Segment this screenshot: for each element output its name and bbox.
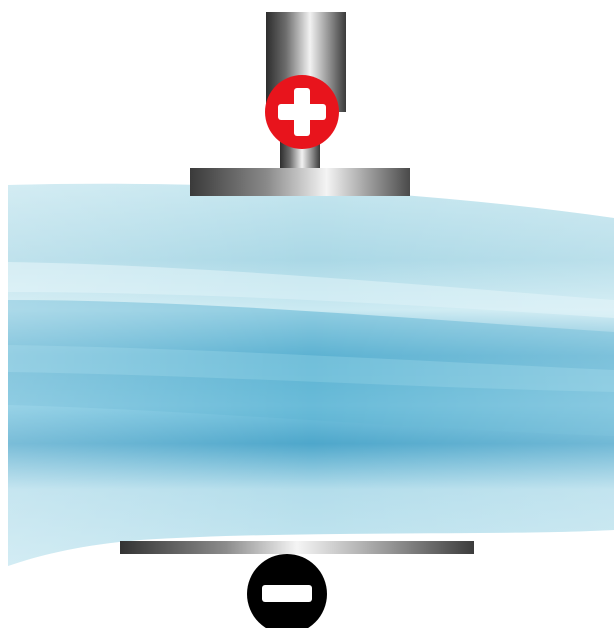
negative-electrode — [120, 541, 474, 628]
positive-electrode — [190, 12, 410, 196]
positive-electrode-plate — [190, 168, 410, 196]
plus-icon — [278, 88, 326, 136]
negative-terminal-badge — [247, 554, 327, 628]
positive-terminal-badge — [265, 75, 339, 149]
negative-electrode-plate — [120, 541, 474, 554]
minus-icon — [262, 585, 312, 602]
fluid-body — [8, 183, 614, 566]
